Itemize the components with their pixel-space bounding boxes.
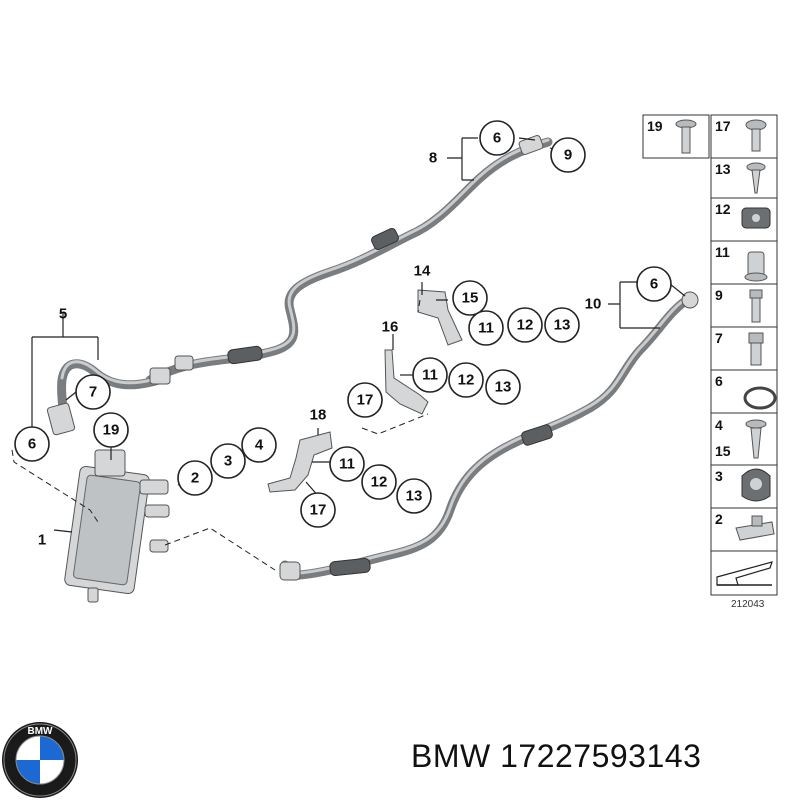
diagram-id: 212043 [731,599,765,610]
brand-name: BMW [411,738,491,774]
svg-text:11: 11 [422,367,438,384]
clip-12-icon [741,207,771,229]
svg-text:12: 12 [371,474,388,491]
svg-text:3: 3 [715,468,723,484]
dashed-connection-lines [11,299,429,571]
legend-panel: 19 17 13 12 11 9 [642,114,778,610]
callout-15: 15 [452,280,488,316]
nut-11-icon [744,251,768,282]
upper-hose-line [145,135,553,385]
callout-11-top: 11 [468,310,504,346]
callout-11-low: 11 [329,446,365,482]
svg-text:17: 17 [357,392,374,409]
svg-text:8: 8 [429,150,437,167]
svg-text:1: 1 [38,532,46,549]
callout-12-top: 12 [507,307,543,343]
callout-4: 4 [241,427,277,463]
bolt-9-icon [749,289,763,323]
callout-11-mid: 11 [412,357,448,393]
svg-text:9: 9 [564,147,572,164]
screw-19-icon [675,119,697,154]
callout-3: 3 [210,443,246,479]
arrow-icon [716,561,773,586]
svg-text:11: 11 [715,244,730,260]
callout-13-top: 13 [544,307,580,343]
svg-text:12: 12 [715,201,731,217]
svg-text:6: 6 [715,373,723,389]
svg-text:11: 11 [339,456,355,473]
callout-16: 16 [382,319,399,336]
svg-text:15: 15 [462,290,479,307]
part-number: 17227593143 [500,738,702,774]
callout-12-mid: 12 [448,362,484,398]
svg-text:17: 17 [310,502,327,519]
bracket-16 [384,349,429,415]
svg-text:13: 13 [715,161,731,177]
svg-text:7: 7 [715,330,723,346]
svg-text:4: 4 [255,437,264,454]
callout-18: 18 [310,407,327,424]
callout-6-right: 6 [636,266,672,302]
oil-cooler [64,449,170,603]
clip-nut-2-icon [735,515,775,541]
callout-17-mid: 17 [347,382,383,418]
svg-text:BMW: BMW [28,726,54,737]
svg-text:19: 19 [103,422,120,439]
svg-text:4: 4 [715,417,723,433]
svg-text:6: 6 [493,130,501,147]
callout-5: 5 [59,306,67,323]
callout-13-mid: 13 [485,369,521,405]
bolt-7-icon [748,332,764,366]
footer-part-number: BMW 17227593143 [411,738,701,775]
o-ring-6-icon [743,386,777,410]
lower-hose-line [279,291,699,581]
screw-17-icon [745,119,767,152]
screw-4-15-icon [745,419,767,459]
svg-text:2: 2 [191,470,199,487]
callout-6-upper: 6 [479,120,515,156]
svg-text:3: 3 [224,453,232,470]
bmw-logo: BMW [2,722,78,798]
callout-6-left: 6 [14,426,50,462]
svg-text:13: 13 [554,317,571,334]
callout-13-low: 13 [396,478,432,514]
svg-text:13: 13 [495,379,512,396]
callout-19: 19 [93,412,129,448]
callout-14: 14 [414,263,431,280]
svg-text:18: 18 [310,407,327,424]
svg-text:9: 9 [715,287,723,303]
svg-text:12: 12 [517,317,534,334]
screw-13-icon [746,162,766,194]
callout-2: 2 [177,460,213,496]
svg-text:6: 6 [650,276,658,293]
bracket-14 [417,289,463,346]
callout-12-low: 12 [361,464,397,500]
svg-text:2: 2 [715,511,723,527]
svg-text:11: 11 [478,320,494,337]
svg-text:7: 7 [89,384,97,401]
svg-text:15: 15 [715,443,731,459]
svg-text:5: 5 [59,306,67,323]
callout-9: 9 [550,137,586,173]
svg-text:13: 13 [406,488,423,505]
callout-1: 1 [38,532,46,549]
svg-text:12: 12 [458,372,475,389]
callout-17-low: 17 [300,492,336,528]
callout-10: 10 [585,296,602,313]
svg-text:19: 19 [647,118,663,134]
callout-7: 7 [75,374,111,410]
svg-text:17: 17 [715,118,731,134]
svg-text:14: 14 [414,263,431,280]
svg-text:6: 6 [28,436,36,453]
svg-text:10: 10 [585,296,602,313]
grommet-3-icon [741,468,771,502]
bracket-18 [267,431,333,493]
svg-text:16: 16 [382,319,399,336]
callout-8: 8 [429,150,437,167]
small-hose [46,359,171,436]
